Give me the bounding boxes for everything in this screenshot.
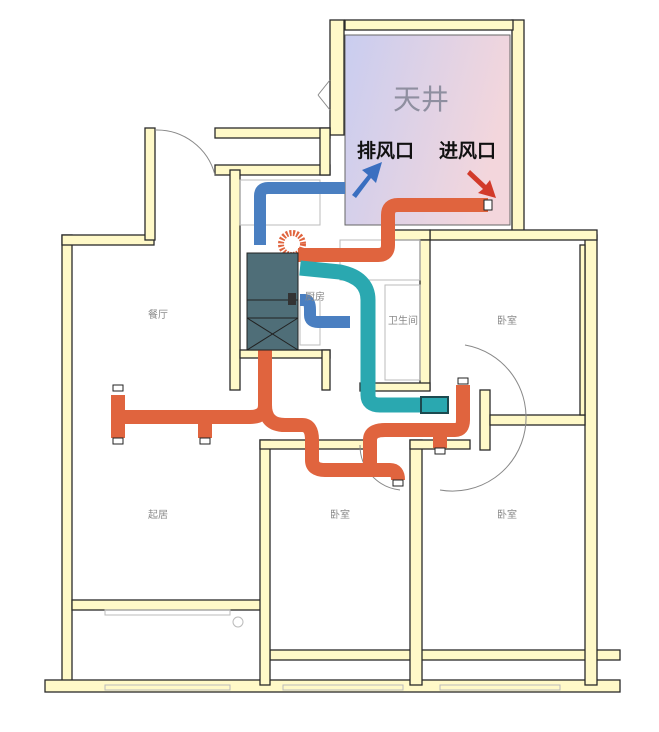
exhaust-ducts [254, 182, 350, 328]
intake-outlet-label: 进风口 [439, 140, 497, 162]
return-duct [299, 260, 430, 413]
exhaust-arrow-icon [352, 162, 382, 198]
room-label-bedroom-ne: 卧室 [497, 316, 517, 327]
room-label-dining: 餐厅 [148, 310, 168, 321]
flex-duct-coil [278, 230, 306, 258]
room-label-kitchen: 厨房 [305, 292, 325, 303]
room-label-living: 起居 [148, 510, 168, 521]
supply-ducts [111, 198, 488, 481]
room-label-bedroom-s: 卧室 [330, 510, 350, 521]
room-label-bathroom: 卫生间 [388, 316, 418, 327]
exhaust-outlet-label: 排风口 [357, 140, 415, 162]
intake-arrow-icon [467, 170, 496, 198]
ventilation-unit [246, 252, 299, 351]
walls [44, 19, 621, 693]
courtyard-area [344, 34, 511, 226]
doors [154, 79, 527, 492]
room-label-bedroom-se: 卧室 [497, 510, 517, 521]
return-grille [420, 396, 449, 414]
diffusers [112, 199, 493, 487]
courtyard-label: 天井 [393, 83, 450, 116]
